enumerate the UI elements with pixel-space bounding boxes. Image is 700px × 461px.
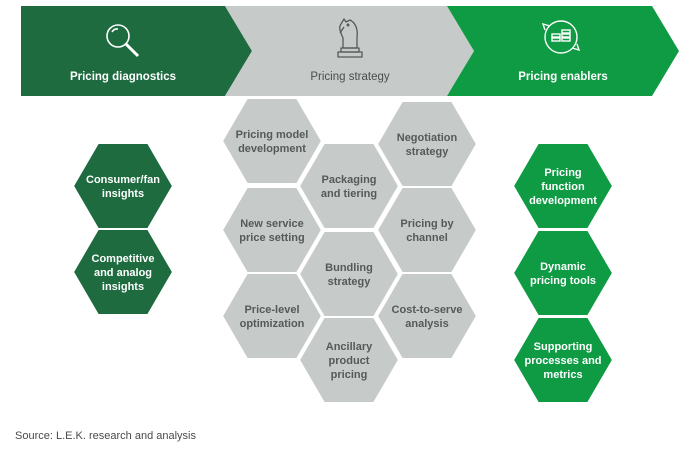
enablers-hexagon: Dynamic pricing tools <box>511 229 615 317</box>
enablers-hexagon-label: Supporting <box>534 341 593 353</box>
strategy-hexagon-label: Cost-to-serve <box>392 304 463 316</box>
enablers-hexagon: Supporting processes and metrics <box>511 316 615 404</box>
banner-segment-enablers <box>447 6 679 96</box>
strategy-hexagon-label: price setting <box>239 232 304 244</box>
strategy-hexagon-label: strategy <box>328 276 372 288</box>
magnifying-glass-icon <box>106 24 140 58</box>
chess-knight-icon <box>337 18 363 58</box>
strategy-hexagon-shape <box>375 272 479 360</box>
enablers-hexagon-label: metrics <box>543 369 582 381</box>
diagnostics-hexagon-label: insights <box>102 281 144 293</box>
enablers-hexagon-label: development <box>529 195 597 207</box>
enablers-hexagon-label: Pricing <box>544 167 581 179</box>
coins-cycle-icon <box>541 20 581 54</box>
diagnostics-hexagon-shape <box>71 142 175 230</box>
strategy-hexagon-shape <box>220 97 324 185</box>
enablers-hexagon-label: function <box>541 181 585 193</box>
strategy-hexagon: Pricing model development <box>220 97 324 185</box>
banner-label-strategy: Pricing strategy <box>310 71 390 83</box>
enablers-hexagon-shape <box>511 229 615 317</box>
strategy-hexagon-label: development <box>238 143 306 155</box>
enablers-hexagon-label: processes and <box>524 355 601 367</box>
strategy-hexagon: Price-level optimization <box>220 272 324 360</box>
strategy-hexagon-label: Pricing model <box>236 129 309 141</box>
source-note: Source: L.E.K. research and analysis <box>15 430 196 442</box>
diagnostics-hexagon-label: insights <box>102 188 144 200</box>
strategy-hexagon-shape <box>297 142 401 230</box>
diagnostics-hexagon: Competitive and analog insights <box>71 228 175 316</box>
strategy-hexagon-label: strategy <box>406 146 450 158</box>
strategy-hexagon-group: Pricing model development Negotiation strat… <box>220 97 479 404</box>
diagnostics-hexagon-shape <box>71 228 175 316</box>
strategy-hexagon: Packaging and tiering <box>297 142 401 230</box>
diagnostics-hexagon: Consumer/fan insights <box>71 142 175 230</box>
banner-label-enablers: Pricing enablers <box>518 71 607 83</box>
strategy-hexagon: New service price setting <box>220 186 324 274</box>
strategy-hexagon-label: Packaging <box>321 174 376 186</box>
diagnostics-hexagon-label: and analog <box>94 267 152 279</box>
strategy-hexagon-label: analysis <box>405 318 448 330</box>
strategy-hexagon: Ancillary product pricing <box>297 316 401 404</box>
banner: Pricing diagnostics Pricing strategy Pri… <box>21 6 679 96</box>
strategy-hexagon-label: Pricing by <box>400 218 454 230</box>
enablers-hexagon: Pricing function development <box>511 142 615 230</box>
strategy-hexagon-label: Negotiation <box>397 132 458 144</box>
strategy-hexagon-label: channel <box>406 232 448 244</box>
banner-segment-strategy <box>225 6 474 96</box>
strategy-hexagon-label: Ancillary <box>326 341 373 353</box>
strategy-hexagon-label: product <box>329 355 370 367</box>
diagnostics-hexagon-label: Competitive <box>92 253 155 265</box>
strategy-hexagon-label: Bundling <box>325 262 373 274</box>
strategy-hexagon-label: Price-level <box>244 304 299 316</box>
strategy-hexagon-shape <box>297 316 401 404</box>
diagnostics-hexagon-label: Consumer/fan <box>86 174 160 186</box>
strategy-hexagon: Cost-to-serve analysis <box>375 272 479 360</box>
enablers-hexagon-label: pricing tools <box>530 275 596 287</box>
banner-label-diagnostics: Pricing diagnostics <box>70 71 176 83</box>
enablers-hexagon-shape <box>511 316 615 404</box>
strategy-hexagon-label: pricing <box>331 369 368 381</box>
strategy-hexagon: Bundling strategy <box>297 230 401 318</box>
strategy-hexagon-label: and tiering <box>321 188 377 200</box>
strategy-hexagon-shape <box>220 272 324 360</box>
strategy-hexagon-label: New service <box>240 218 304 230</box>
enablers-hexagon-label: Dynamic <box>540 261 586 273</box>
strategy-hexagon-label: optimization <box>240 318 305 330</box>
banner-segment-diagnostics <box>21 6 252 96</box>
strategy-hexagon: Pricing by channel <box>375 186 479 274</box>
